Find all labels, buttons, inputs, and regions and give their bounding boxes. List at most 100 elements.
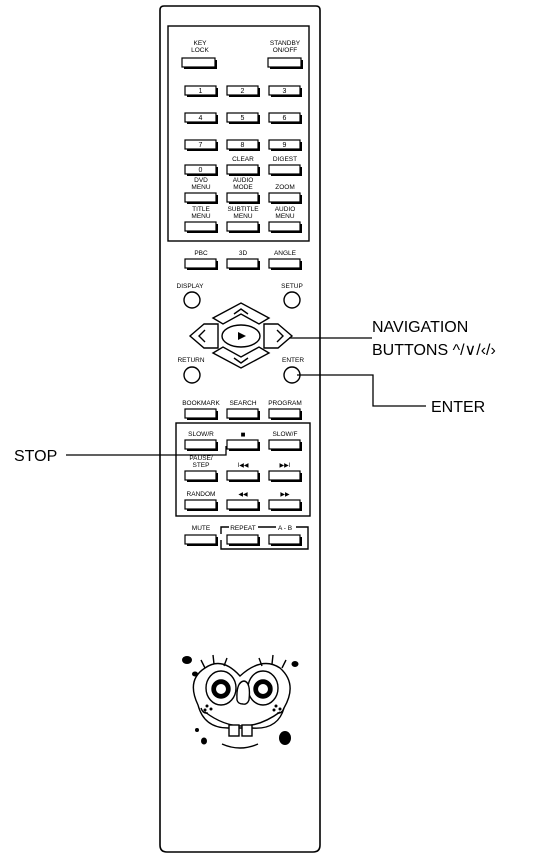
subtitle-menu-label-2: MENU xyxy=(233,213,252,220)
angle-label: ANGLE xyxy=(274,250,297,257)
clear-label: CLEAR xyxy=(232,156,254,163)
nav-down-chevron-icon xyxy=(233,357,249,364)
digit-button-8[interactable]: 8 xyxy=(226,139,260,151)
zoom-button[interactable] xyxy=(268,192,302,204)
program-button[interactable] xyxy=(268,408,302,420)
subtitle-menu-button[interactable] xyxy=(226,221,260,233)
digit-button-2[interactable]: 2 xyxy=(226,85,260,97)
nav-left-chevron-icon xyxy=(198,329,206,343)
search-label: SEARCH xyxy=(229,400,256,407)
slow-f-label: SLOW/F xyxy=(273,431,298,438)
search-button[interactable] xyxy=(226,408,260,420)
repeat-ab-bracket xyxy=(220,526,309,550)
slow-r-button[interactable] xyxy=(184,439,218,451)
return-button[interactable] xyxy=(183,366,201,384)
angle-button[interactable] xyxy=(268,258,302,270)
standby-label-1: STANDBY xyxy=(270,40,301,47)
enter-callout: ENTER xyxy=(431,399,485,416)
a-b-button[interactable] xyxy=(268,534,302,546)
prev-icon: I◀◀ xyxy=(238,463,249,469)
dvd-menu-button[interactable] xyxy=(184,192,218,204)
digit-button-5[interactable]: 5 xyxy=(226,112,260,124)
digit-button-4[interactable]: 4 xyxy=(184,112,218,124)
bookmark-button[interactable] xyxy=(184,408,218,420)
repeat-label: REPEAT xyxy=(230,525,256,532)
digit-button-7[interactable]: 7 xyxy=(184,139,218,151)
nav-right-chevron-icon xyxy=(276,329,284,343)
dvd-menu-label-1: DVD xyxy=(194,177,208,184)
fast-forward-icon: ▶▶ xyxy=(280,492,290,498)
fast-forward-button[interactable] xyxy=(268,499,302,511)
digit-button-1[interactable]: 1 xyxy=(184,85,218,97)
digit-label-7: 7 xyxy=(199,142,203,149)
random-label: RANDOM xyxy=(187,491,216,498)
audio-menu-label-1: AUDIO xyxy=(275,206,296,213)
enter-callout-line xyxy=(297,374,426,407)
setup-label: SETUP xyxy=(281,283,303,290)
stop-button[interactable] xyxy=(226,439,260,451)
digest-label: DIGEST xyxy=(273,156,297,163)
digit-label-8: 8 xyxy=(241,142,245,149)
audio-mode-label-2: MODE xyxy=(233,184,253,191)
pbc-button[interactable] xyxy=(184,258,218,270)
display-label: DISPLAY xyxy=(177,283,205,290)
digit-button-9[interactable]: 9 xyxy=(268,139,302,151)
audio-mode-button[interactable] xyxy=(226,192,260,204)
digest-button[interactable] xyxy=(268,164,302,176)
audio-menu-button[interactable] xyxy=(268,221,302,233)
digit-button-0[interactable]: 0 xyxy=(184,164,218,176)
zoom-label: ZOOM xyxy=(275,184,295,191)
nav-up-button[interactable] xyxy=(211,302,271,325)
setup-button[interactable] xyxy=(283,291,301,309)
pause-step-button[interactable] xyxy=(184,470,218,482)
nav-left-button[interactable] xyxy=(188,323,219,349)
stop-icon: ■ xyxy=(241,430,246,439)
digit-label-9: 9 xyxy=(283,142,287,149)
repeat-button[interactable] xyxy=(226,534,260,546)
digit-label-0: 0 xyxy=(199,167,203,174)
digit-label-1: 1 xyxy=(199,88,203,95)
digit-button-6[interactable]: 6 xyxy=(268,112,302,124)
remote-body xyxy=(159,5,321,853)
title-menu-button[interactable] xyxy=(184,221,218,233)
digit-label-3: 3 xyxy=(283,88,287,95)
slow-f-button[interactable] xyxy=(268,439,302,451)
audio-mode-label-1: AUDIO xyxy=(233,177,254,184)
svg-text:PAUSE/STEP: PAUSE/STEP xyxy=(189,455,213,469)
next-button[interactable] xyxy=(268,470,302,482)
clear-button[interactable] xyxy=(226,164,260,176)
display-button[interactable] xyxy=(183,291,201,309)
navigation-callout-line1: NAVIGATION xyxy=(372,319,468,336)
play-icon xyxy=(238,332,246,340)
prev-button[interactable] xyxy=(226,470,260,482)
key-lock-label-1: KEY xyxy=(193,40,207,47)
nav-down-button[interactable] xyxy=(211,346,271,369)
bookmark-label: BOOKMARK xyxy=(182,400,220,407)
audio-menu-label-2: MENU xyxy=(275,213,294,220)
stop-callout: STOP xyxy=(14,448,57,465)
pause-step-label-2: STEP xyxy=(193,462,210,469)
program-label: PROGRAM xyxy=(268,400,302,407)
3d-button[interactable] xyxy=(226,258,260,270)
digit-label-6: 6 xyxy=(283,115,287,122)
subtitle-menu-label-1: SUBTITLE xyxy=(227,206,259,213)
random-button[interactable] xyxy=(184,499,218,511)
digit-button-3[interactable]: 3 xyxy=(268,85,302,97)
mute-button[interactable] xyxy=(184,534,218,546)
title-menu-label-2: MENU xyxy=(191,213,210,220)
stop-callout-line xyxy=(66,446,227,456)
pause-step-label-1: PAUSE/ xyxy=(189,455,213,462)
next-icon: ▶▶I xyxy=(280,463,291,469)
standby-label-2: ON/OFF xyxy=(273,47,298,54)
rewind-button[interactable] xyxy=(226,499,260,511)
3d-label: 3D xyxy=(239,250,248,257)
nav-right-button[interactable] xyxy=(263,323,294,349)
